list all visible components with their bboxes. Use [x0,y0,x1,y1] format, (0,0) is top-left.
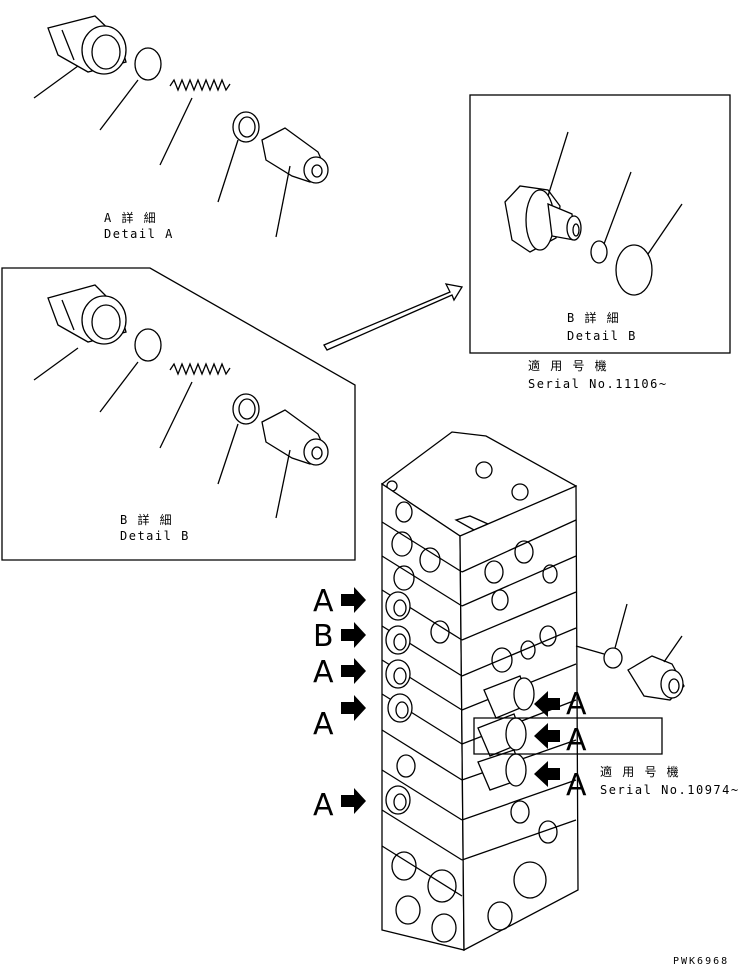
plug-cap-part [47,15,127,75]
detail-b-left-group: B 詳 細 Detail B [1,267,356,561]
o-ring-part [134,328,162,362]
o-ring-part [134,47,162,81]
pointer-arrow [323,283,464,351]
drawing-code: PWK6968 [673,956,729,967]
detail-b-right-frame [469,94,731,354]
detail-b-left-en-label: Detail B [120,529,190,543]
right-callouts: A A A [534,687,587,803]
callout-right-3: A [566,768,587,803]
callout-right-1: A [566,687,587,722]
seal-ring-part [232,393,260,425]
callout-left-2: B [313,619,334,654]
callout-left-3: A [313,655,334,690]
piston-part [261,127,329,184]
serial-bottom-jp: 適 用 号 機 [600,764,680,779]
detail-b-frame [1,267,356,561]
callout-bracket [473,717,663,755]
arrow-right-icon [341,658,366,684]
left-callouts: A B A A A [313,584,366,823]
spring-part [169,362,231,376]
detail-b-right-group: B 詳 細 Detail B [469,94,731,354]
small-o-ring-part [590,240,608,264]
control-valve-body [380,431,579,952]
piston-part [261,409,329,466]
arrow-left-icon [534,761,560,787]
arrow-left-icon [534,691,560,717]
spring-part [169,78,231,92]
arrow-right-icon [341,587,366,613]
serial-top-jp: 適 用 号 機 [528,358,608,373]
arrow-right-icon [341,695,366,721]
valve-cartridge-part [504,185,582,253]
callout-left-4: A [313,707,334,742]
arrow-right-icon [341,622,366,648]
detail-a-en-label: Detail A [104,227,174,241]
detail-b-right-en-label: Detail B [567,329,637,343]
serial-bottom-en: Serial No.10974~ [600,783,740,797]
callout-right-2: A [566,723,587,758]
detail-a-group: A 詳 細 Detail A [33,15,329,241]
plug-cap-part [47,284,127,345]
arrow-right-icon [341,788,366,814]
side-valve-plugs [477,675,535,791]
detail-b-left-jp-label: B 詳 細 [120,512,173,527]
relief-plug-detail [575,603,685,701]
arrow-left-icon [534,723,560,749]
large-o-ring-part [615,244,653,296]
callout-left-5: A [313,788,334,823]
detail-b-right-jp-label: B 詳 細 [567,310,620,325]
spool-caps [385,591,413,815]
serial-top-en: Serial No.11106~ [528,377,668,391]
callout-left-1: A [313,584,334,619]
seal-ring-part [232,111,260,143]
detail-a-jp-label: A 詳 細 [104,210,157,225]
